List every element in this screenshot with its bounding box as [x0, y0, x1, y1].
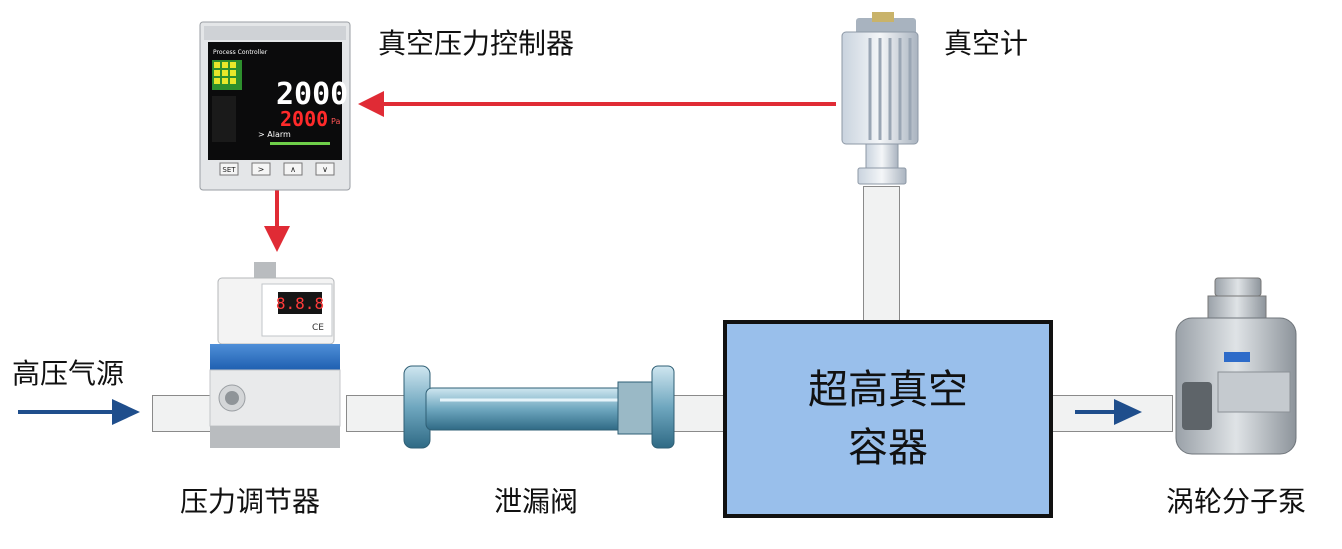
- signal-arrow-gauge-to-controller: [358, 91, 836, 117]
- pressure-regulator-device: 8.8.8 CE: [209, 262, 341, 448]
- controller-alarm-text: > Alarm: [258, 130, 291, 139]
- label-turbo-pump: 涡轮分子泵: [1166, 485, 1307, 518]
- label-leak-valve: 泄漏阀: [494, 485, 579, 518]
- chamber-label-line2: 容器: [848, 425, 928, 471]
- chamber-label-line1: 超高真空: [808, 367, 968, 413]
- flow-arrow-to-pump: [1075, 399, 1142, 425]
- regulator-digits: 8.8.8: [276, 294, 324, 313]
- controller-pv-readout: 2000: [276, 77, 348, 112]
- label-vacuum-gauge: 真空计: [944, 27, 1029, 60]
- turbo-pump-device: [1175, 277, 1297, 455]
- label-pressure-regulator: 压力调节器: [180, 485, 321, 518]
- controller-header-text: Process Controller: [213, 49, 268, 56]
- uhv-chamber: 超高真空 容器: [723, 320, 1053, 518]
- controller-down-button: ∨: [322, 165, 328, 174]
- flow-arrow-source: [18, 399, 140, 425]
- controller-up-button: ∧: [290, 165, 296, 174]
- controller-button-row: SET > ∧ ∨: [219, 162, 335, 176]
- label-high-pressure-source: 高压气源: [12, 357, 125, 390]
- regulator-ce-mark: CE: [312, 323, 324, 333]
- controller-sv-readout: 2000: [280, 107, 328, 131]
- controller-unit-text: Pa: [331, 117, 340, 126]
- label-vacuum-pressure-controller: 真空压力控制器: [378, 27, 575, 60]
- pipe-gauge-to-chamber: [863, 186, 900, 322]
- controller-set-button: SET: [222, 166, 236, 174]
- leak-valve-device: [403, 365, 675, 449]
- vacuum-gauge-device: [841, 12, 919, 185]
- vacuum-pressure-controller-device: Process Controller 2000 2000 Pa > Alarm …: [199, 21, 351, 191]
- signal-arrow-controller-to-regulator: [264, 190, 290, 252]
- pipe-regulator-to-valve: [346, 395, 406, 432]
- pipe-source-inlet: [152, 395, 214, 432]
- controller-next-button: >: [258, 165, 265, 174]
